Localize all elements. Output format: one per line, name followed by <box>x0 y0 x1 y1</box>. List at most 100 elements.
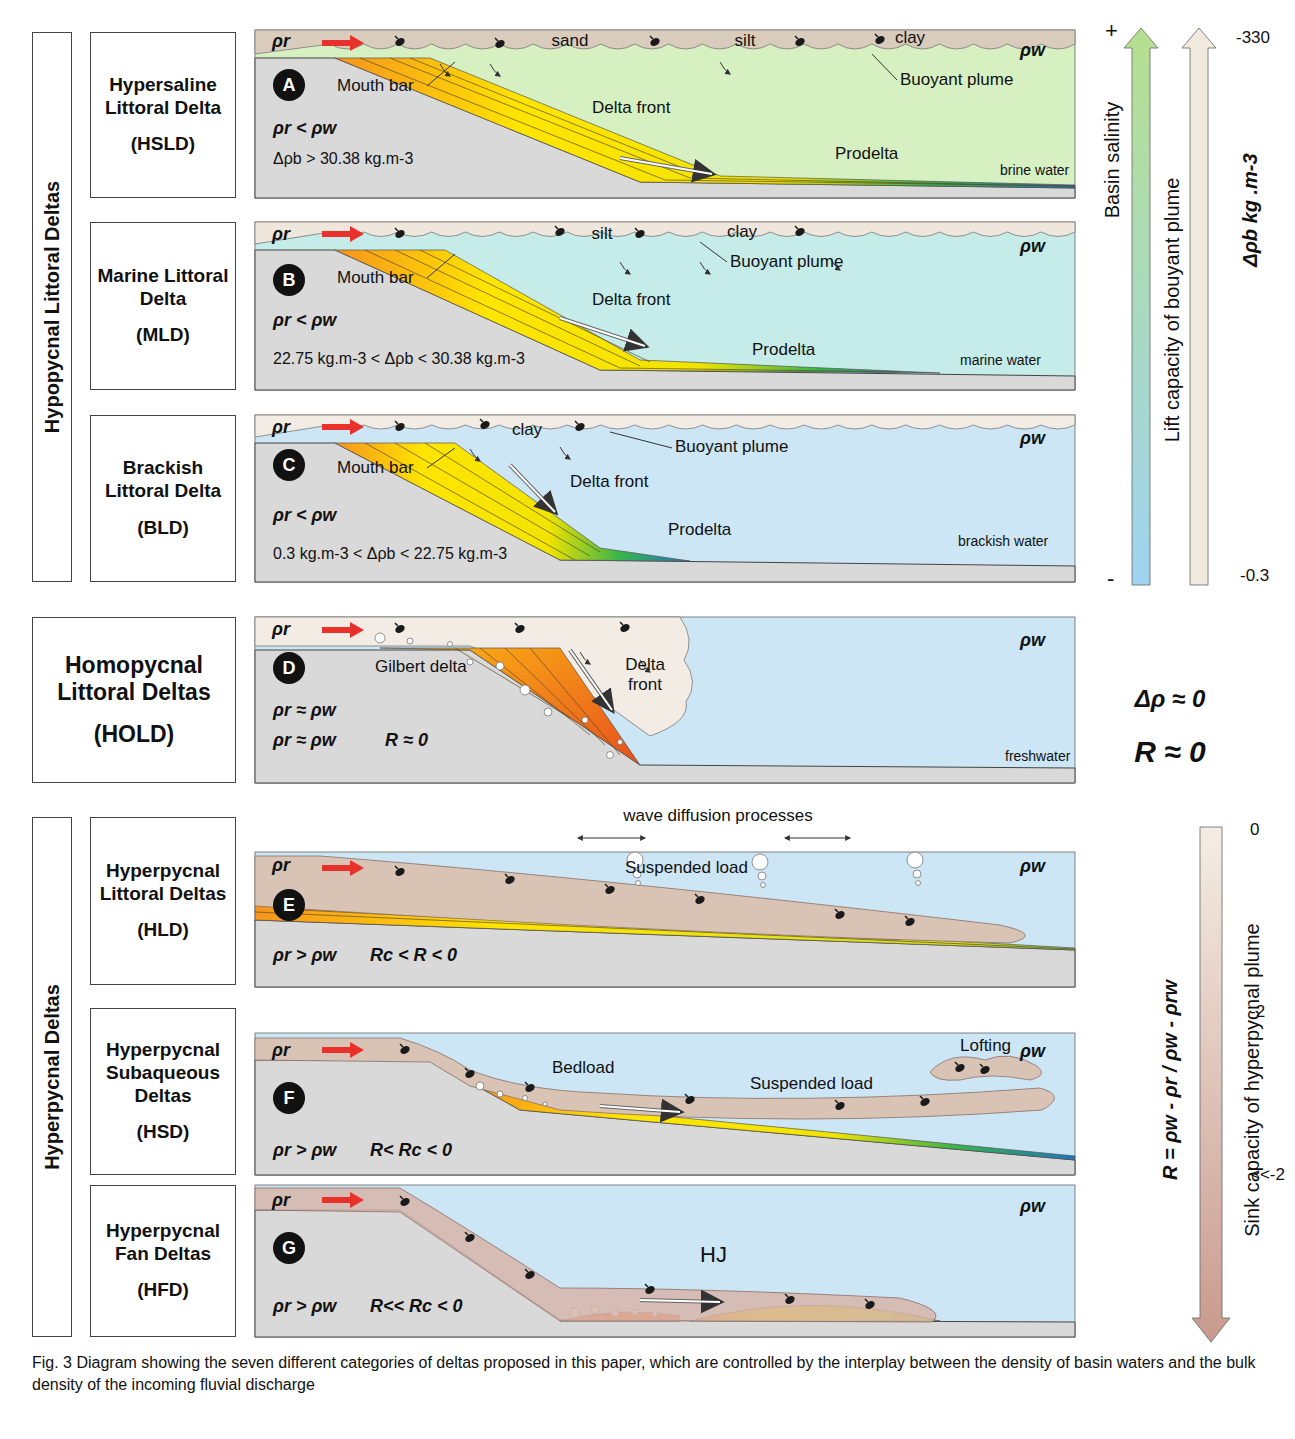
sediment-grain <box>504 874 516 885</box>
diagram-label: brackish water <box>958 533 1048 549</box>
illustration-shape <box>335 443 690 561</box>
diagram-label: ρr < ρw <box>273 310 336 331</box>
illustration-shape <box>560 318 645 346</box>
illustration-shape <box>795 226 798 229</box>
illustration-shape <box>322 622 364 638</box>
illustration-shape <box>490 64 500 76</box>
panel-ground <box>255 222 1075 390</box>
diagram-label: ρr <box>272 855 290 876</box>
illustration-shape <box>785 1294 788 1297</box>
diagram-label: Prodelta <box>752 340 815 360</box>
category-abbreviation: (HSD) <box>137 1121 190 1144</box>
panel-letter: G <box>273 1232 305 1264</box>
sediment-grain <box>464 1068 476 1079</box>
illustration-shape <box>578 838 645 839</box>
sediment-grain <box>904 916 916 927</box>
gravel-clast <box>523 1096 528 1101</box>
illustration-shape <box>480 419 483 422</box>
illustration-shape <box>1182 28 1216 585</box>
diagram-label: clay <box>727 222 757 242</box>
gravel-clast <box>636 881 641 886</box>
diagram-label: ρr ≈ ρw <box>273 700 336 721</box>
illustration-shape <box>620 262 630 274</box>
illustration-shape <box>555 226 558 229</box>
category-name: Homopycnal Littoral Deltas <box>37 652 231 707</box>
illustration-shape <box>835 1100 838 1103</box>
diagram-label: ρr <box>272 619 290 640</box>
diagram-label: - <box>1107 566 1114 591</box>
gravel-clast <box>758 872 766 880</box>
illustration-shape <box>1192 827 1230 1342</box>
sediment-grain <box>649 36 661 47</box>
illustration-shape <box>255 443 1075 582</box>
illustration-shape <box>455 648 570 718</box>
sediment-grain <box>794 36 806 47</box>
category-name: Hypersaline Littoral Delta <box>95 74 231 120</box>
illustration-shape <box>620 158 712 174</box>
illustration-shape <box>255 1038 1055 1119</box>
category-name: Brackish Littoral Delta <box>95 457 231 503</box>
gravel-clast <box>407 638 413 644</box>
illustration-shape <box>410 58 705 177</box>
category-abbreviation: (HFD) <box>137 1279 189 1302</box>
diagram-label: HJ <box>700 1242 727 1267</box>
illustration-shape <box>427 254 455 278</box>
illustration-shape <box>465 1232 468 1235</box>
diagram-label: ρr <box>272 1040 290 1061</box>
illustration-shape <box>255 58 1075 198</box>
diagram-label: Δρb kg .m-3 <box>1239 153 1262 266</box>
illustration-shape <box>610 432 672 448</box>
illustration-shape <box>395 421 398 424</box>
diagram-label: -0.3 <box>1240 566 1269 586</box>
panel-ground <box>255 852 1075 987</box>
sediment-grain <box>684 1094 696 1105</box>
sediment-grain <box>834 909 846 920</box>
category-abbreviation: (HLD) <box>137 919 189 942</box>
gravel-clast <box>607 752 614 759</box>
illustration-shape <box>505 874 508 877</box>
category-name: Hyperpycnal Deltas <box>40 984 64 1170</box>
gravel-clast <box>582 717 588 723</box>
illustration-shape <box>395 36 398 39</box>
diagram-label: ρw <box>1020 1041 1045 1062</box>
gravel-clast <box>543 1102 547 1106</box>
sediment-grain <box>604 884 616 895</box>
diagram-label: Delta front <box>570 472 648 492</box>
diagram-label: Buoyant plume <box>900 70 1013 90</box>
category-box: Hyperpycnal Littoral Deltas(HLD) <box>90 817 236 985</box>
diagram-label: R = ρw - ρr / ρw - ρrw <box>1159 980 1182 1180</box>
illustration-shape <box>875 34 878 37</box>
sediment-grain <box>574 421 586 432</box>
illustration-shape <box>560 447 570 459</box>
gravel-clast <box>907 852 923 868</box>
diagram-label: Lift capacity of bouyant plume <box>1161 178 1184 443</box>
diagram-label: Sink capacity of hyperpycnal plume <box>1241 923 1264 1237</box>
illustration-shape <box>515 623 518 626</box>
illustration-shape <box>645 1284 648 1287</box>
panel-ground <box>255 617 1075 783</box>
diagram-label: sand <box>552 31 589 51</box>
sediment-grain <box>394 228 406 239</box>
panel-ground <box>255 415 1075 582</box>
sediment-grain <box>874 34 886 45</box>
illustration-shape <box>255 30 1075 54</box>
illustration-shape <box>322 860 364 876</box>
diagram-label: ρw <box>1020 1196 1045 1217</box>
gravel-clast <box>467 659 473 665</box>
diagram-label: Suspended load <box>625 858 748 878</box>
diagram-label: ρr < ρw <box>273 505 336 526</box>
sediment-grain <box>919 1096 931 1107</box>
category-box: Hyperpycnal Subaqueous Deltas(HSD) <box>90 1008 236 1175</box>
illustration-shape <box>835 909 838 912</box>
category-box: Marine Littoral Delta(MLD) <box>90 222 236 390</box>
illustration-shape <box>255 415 1075 437</box>
diagram-label: Bedload <box>552 1058 614 1078</box>
gravel-clast <box>497 1091 503 1097</box>
gravel-clast <box>520 685 530 695</box>
illustration-shape <box>872 54 897 80</box>
category-abbreviation: (MLD) <box>136 324 190 347</box>
illustration-shape <box>620 622 623 625</box>
sediment-grain <box>479 419 491 430</box>
illustration-shape <box>505 648 605 745</box>
diagram-label: ρw <box>1020 856 1045 877</box>
